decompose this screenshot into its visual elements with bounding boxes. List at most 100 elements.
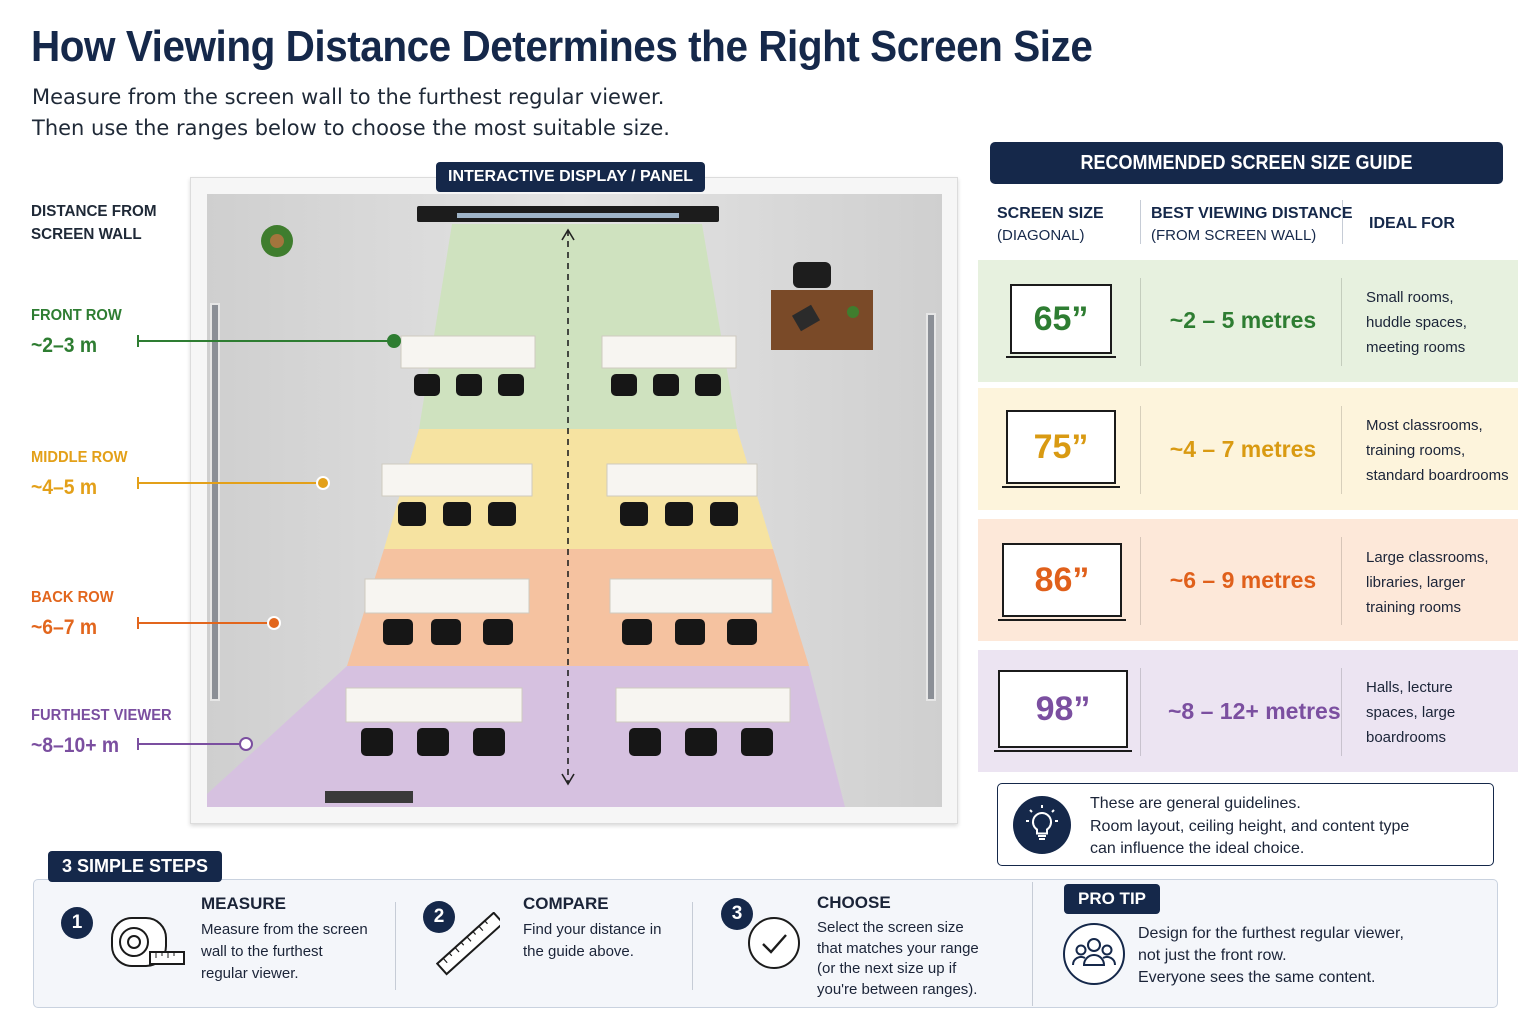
column-screen-size: SCREEN SIZE (DIAGONAL) (997, 203, 1104, 247)
step-divider (395, 902, 396, 990)
leader-furthest (137, 738, 245, 750)
ideal-line: training rooms, (1366, 442, 1466, 459)
ideal-line: boardrooms (1366, 729, 1447, 746)
step-number: 2 (423, 901, 455, 933)
marker-middle (316, 476, 330, 490)
panel-label: INTERACTIVE DISPLAY / PANEL (436, 162, 706, 192)
step-line: wall to the furthest (201, 943, 323, 960)
distance-header-line-2: SCREEN WALL (31, 226, 142, 243)
note-line: Room layout, ceiling height, and content… (1090, 817, 1410, 835)
ideal-line: huddle spaces, (1366, 314, 1467, 331)
ideal-line: training rooms (1366, 599, 1462, 616)
row-distance: ~8–10+ m (31, 734, 120, 757)
tv-stand (994, 750, 1132, 752)
marker-back (267, 616, 281, 630)
step-description: Measure from the screen wall to the furt… (201, 919, 368, 985)
table (606, 463, 758, 497)
teacher-desk (771, 290, 873, 350)
viewing-distance: ~2 – 5 metres (1169, 307, 1317, 333)
window-right (926, 313, 936, 701)
column-ideal-for: IDEAL FOR (1369, 213, 1455, 235)
checkmark-circle-icon (746, 915, 802, 976)
row-distance: ~6–7 m (31, 616, 98, 639)
row-divider (1341, 278, 1342, 366)
step-description: Find your distance in the guide above. (523, 919, 661, 963)
ideal-for: Small rooms, huddle spaces, meeting room… (1366, 285, 1467, 360)
guideline-note: These are general guidelines. Room layou… (997, 783, 1494, 866)
row-divider (1140, 406, 1141, 494)
row-label-front: FRONT ROW ~2–3 m (31, 307, 122, 358)
column-divider (1140, 200, 1141, 244)
row-divider (1140, 668, 1141, 756)
note-line: can influence the ideal choice. (1090, 840, 1305, 857)
guide-row-65: 65” ~2 – 5 metres Small rooms, huddle sp… (978, 260, 1518, 382)
ideal-for: Large classrooms, libraries, larger trai… (1366, 545, 1489, 620)
column-title: IDEAL FOR (1369, 215, 1455, 232)
marker-furthest (239, 737, 253, 751)
leader-middle (137, 477, 323, 489)
page-title: How Viewing Distance Determines the Righ… (31, 22, 1093, 71)
step-line: the guide above. (523, 943, 634, 960)
step-title: COMPARE (523, 894, 609, 913)
ideal-line: Large classrooms, (1366, 549, 1489, 566)
row-divider (1341, 406, 1342, 494)
tv-icon: 98” (998, 670, 1128, 748)
guide-heading: RECOMMENDED SCREEN SIZE GUIDE (990, 142, 1503, 184)
column-title: BEST VIEWING DISTANCE (1151, 205, 1353, 222)
laptop-icon (791, 304, 821, 332)
row-label-middle: MIDDLE ROW ~4–5 m (31, 449, 127, 500)
pro-tip-line: Design for the furthest regular viewer, (1138, 925, 1404, 942)
row-label-back: BACK ROW ~6–7 m (31, 589, 114, 640)
step-description: Select the screen size that matches your… (817, 918, 979, 1000)
leader-front (137, 335, 393, 347)
table (609, 578, 773, 614)
window-left (210, 303, 220, 701)
step-title: CHOOSE (817, 893, 891, 912)
axis-arrow-bottom (561, 773, 575, 786)
room-floor-plan (190, 177, 958, 824)
step-line: that matches your range (817, 939, 979, 957)
step-line: regular viewer. (201, 965, 299, 982)
ideal-line: Small rooms, (1366, 289, 1454, 306)
tv-stand (1006, 356, 1116, 358)
table (364, 578, 530, 614)
table (381, 463, 533, 497)
row-distance: ~2–3 m (31, 334, 98, 357)
room-interior (207, 194, 942, 807)
row-label-furthest: FURTHEST VIEWER ~8–10+ m (31, 707, 172, 758)
pro-tip-heading: PRO TIP (1064, 884, 1161, 914)
guide-row-98: 98” ~8 – 12+ metres Halls, lecture space… (978, 650, 1518, 772)
step-divider (692, 902, 693, 990)
ideal-line: standard boardrooms (1366, 467, 1509, 484)
floor-box (325, 791, 413, 803)
row-divider (1140, 278, 1141, 366)
row-name: FURTHEST VIEWER (31, 707, 172, 724)
tv-icon: 65” (1010, 284, 1112, 354)
step-title: MEASURE (201, 894, 287, 913)
marker-front (387, 334, 401, 348)
axis-arrow-top (561, 228, 575, 241)
distance-header: DISTANCE FROM SCREEN WALL (31, 200, 157, 246)
step-divider (1032, 882, 1033, 1006)
row-divider (1140, 537, 1141, 625)
display-screen (457, 213, 679, 218)
step-number: 1 (61, 907, 93, 939)
guide-row-75: 75” ~4 – 7 metres Most classrooms, train… (978, 388, 1518, 510)
subtitle-line-1: Measure from the screen wall to the furt… (32, 85, 665, 109)
viewing-distance: ~6 – 9 metres (1169, 567, 1317, 593)
row-name: MIDDLE ROW (31, 449, 128, 466)
table (345, 687, 523, 723)
lightbulb-icon (1013, 796, 1071, 854)
tv-stand (1002, 486, 1120, 488)
table (615, 687, 791, 723)
teacher-chair (793, 262, 831, 288)
row-divider (1341, 537, 1342, 625)
step-number: 3 (721, 898, 753, 930)
column-divider (1342, 200, 1343, 244)
leader-back (137, 617, 274, 629)
viewing-distance: ~8 – 12+ metres (1168, 698, 1341, 724)
step-line: Select the screen size (817, 919, 964, 936)
step-line: you're between ranges). (817, 980, 978, 998)
note-line: These are general guidelines. (1090, 795, 1301, 812)
steps-heading: 3 SIMPLE STEPS (48, 851, 223, 882)
